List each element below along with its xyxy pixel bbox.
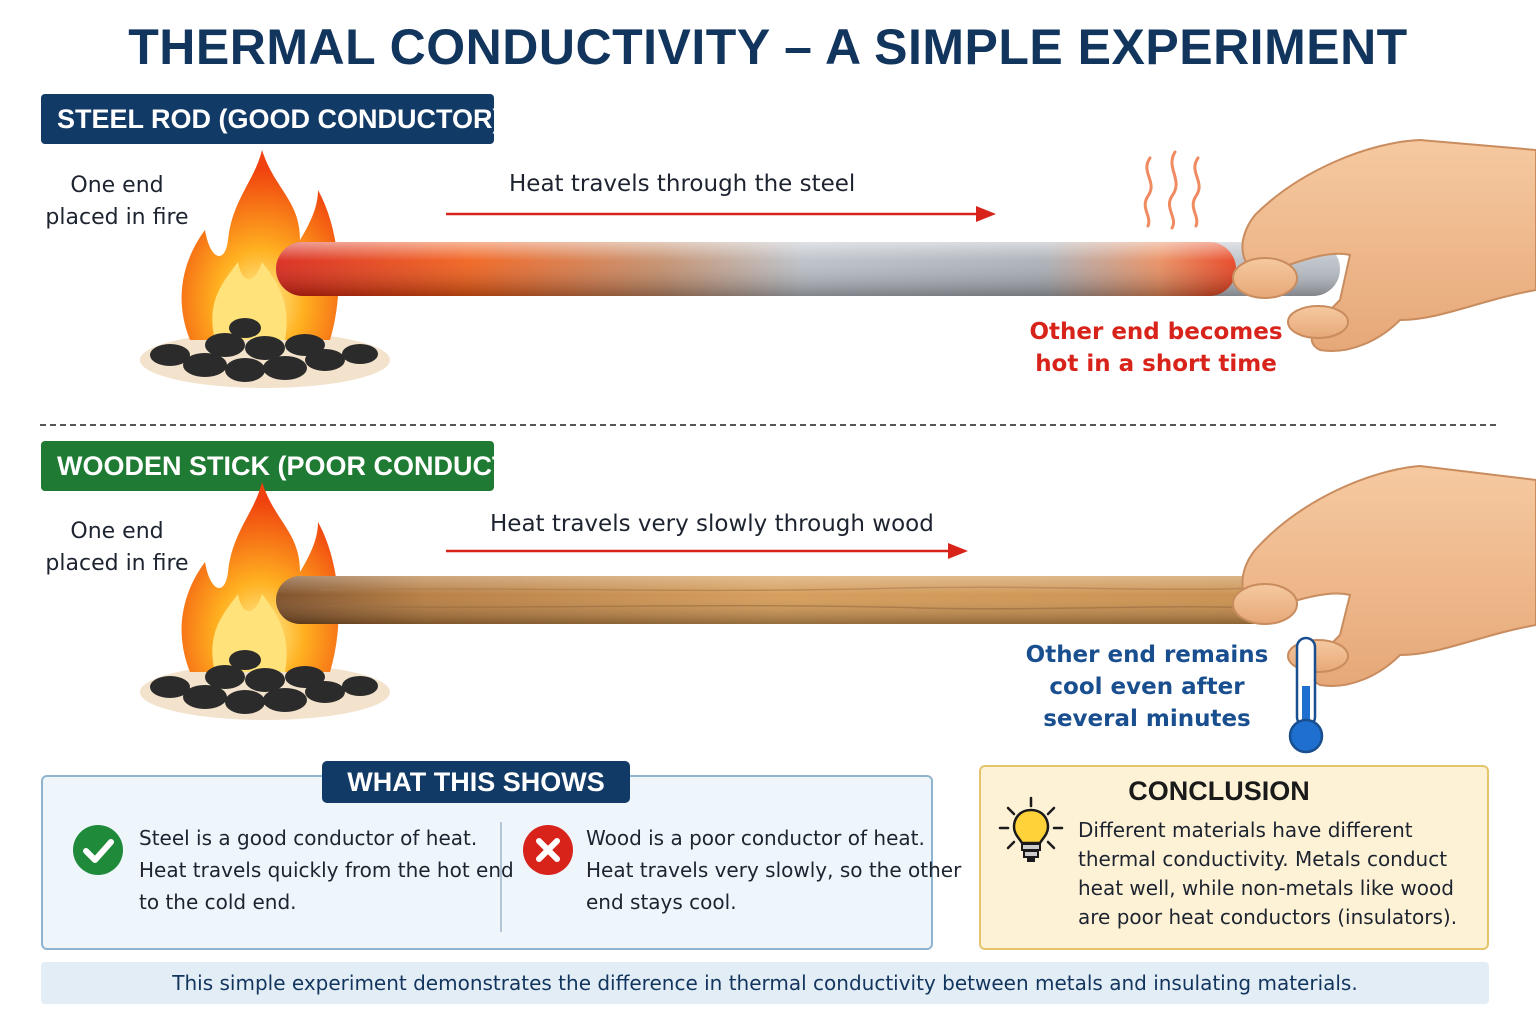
wooden-stick (276, 576, 1276, 624)
conclusion-box (979, 765, 1489, 950)
wood-illustration (140, 464, 1536, 754)
steel-flow-label: Heat travels through the steel (509, 171, 856, 197)
footer-note: This simple experiment demonstrates the … (41, 962, 1489, 1004)
steel-end-label-line1: Other end becomes (1029, 319, 1283, 345)
wood-flow-label: Heat travels very slowly through wood (490, 511, 934, 537)
section-divider (40, 424, 1496, 426)
hand-icon (1232, 464, 1536, 687)
cross-icon (523, 825, 573, 875)
hand-icon (1232, 138, 1536, 352)
wood-end-label-line3: several minutes (1043, 706, 1251, 732)
poor-point-line2: Heat travels very slowly, so the other (586, 858, 962, 882)
good-point-line2: Heat travels quickly from the hot end (139, 858, 514, 882)
check-icon (73, 825, 123, 875)
poor-point-line1: Wood is a poor conductor of heat. (586, 826, 925, 850)
wood-end-label-line2: cool even after (1049, 674, 1245, 700)
shows-divider (500, 822, 502, 932)
steel-end-label-line2: hot in a short time (1035, 351, 1277, 377)
steel-fire-label-line2: placed in fire (45, 205, 189, 230)
what-this-shows-title: WHAT THIS SHOWS (322, 761, 630, 803)
good-point-line1: Steel is a good conductor of heat. (139, 826, 478, 850)
lightbulb-icon (998, 796, 1064, 862)
conclusion-line2: thermal conductivity. Metals conduct (1078, 847, 1448, 871)
fire-icon (140, 482, 390, 720)
wood-fire-label-line1: One end (70, 519, 164, 544)
poor-conductor-point: Wood is a poor conductor of heat. Heat t… (586, 822, 961, 918)
steel-fire-label-line1: One end (70, 173, 164, 198)
steel-rod (276, 242, 1340, 296)
conclusion-line4: are poor heat conductors (insulators). (1078, 905, 1458, 929)
good-conductor-point: Steel is a good conductor of heat. Heat … (139, 822, 514, 918)
conclusion-line1: Different materials have different (1078, 818, 1413, 842)
wood-end-label-line1: Other end remains (1025, 642, 1269, 668)
wood-section-badge: WOODEN STICK (POOR CONDUCTOR) (41, 441, 558, 491)
heat-waves-icon (1143, 150, 1201, 230)
steel-illustration (140, 138, 1536, 388)
wood-heat-arrow (446, 543, 968, 559)
steel-section-badge: STEEL ROD (GOOD CONDUCTOR) (41, 94, 502, 144)
steel-end-label: Other end becomes hot in a short time (1026, 316, 1286, 380)
steel-fire-label: One end placed in fire (37, 170, 197, 234)
conclusion-text: Different materials have different therm… (1078, 816, 1478, 932)
wood-fire-label: One end placed in fire (37, 516, 197, 580)
good-point-line3: to the cold end. (139, 890, 297, 914)
wood-end-label: Other end remains cool even after severa… (1017, 639, 1277, 735)
thermometer-icon (1288, 636, 1324, 754)
poor-point-line3: end stays cool. (586, 890, 737, 914)
page-title: THERMAL CONDUCTIVITY – A SIMPLE EXPERIME… (128, 19, 1408, 75)
wood-fire-label-line2: placed in fire (45, 551, 189, 576)
conclusion-title: CONCLUSION (1128, 776, 1310, 806)
conclusion-line3: heat well, while non-metals like wood (1078, 876, 1454, 900)
steel-heat-arrow (446, 206, 996, 222)
